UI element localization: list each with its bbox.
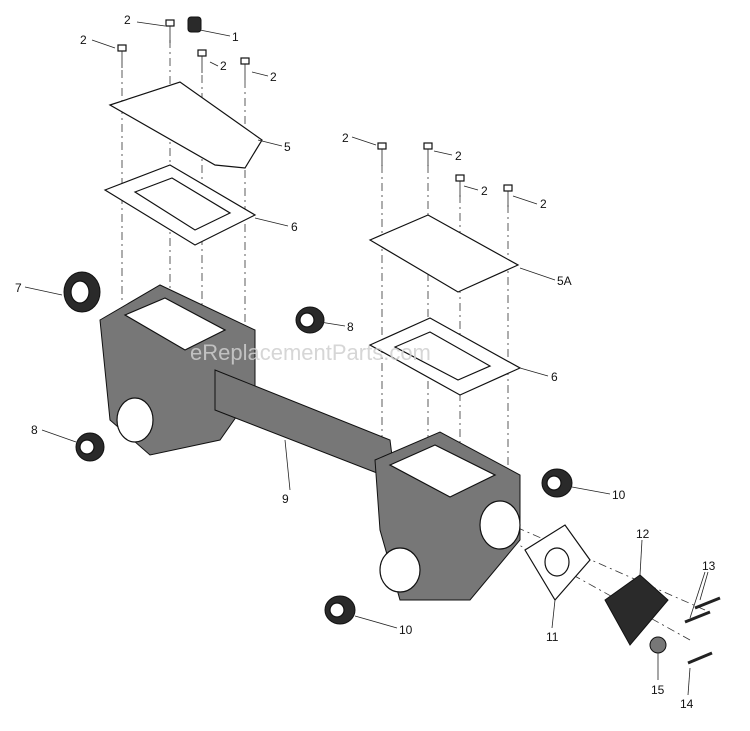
callout-15: 15 (651, 683, 665, 697)
callout-labels: 1 2 2 2 2 2 2 2 2 5 5A 6 6 7 8 8 9 10 10… (15, 13, 716, 711)
callout-2: 2 (220, 59, 227, 73)
bearing-8-upper (295, 306, 325, 334)
callout-8: 8 (347, 320, 354, 334)
callout-2: 2 (80, 33, 87, 47)
callout-8: 8 (31, 423, 38, 437)
callout-2: 2 (270, 70, 277, 84)
bearing-10-upper (541, 468, 573, 498)
callout-10: 10 (612, 488, 626, 502)
callout-2: 2 (455, 149, 462, 163)
callout-9: 9 (282, 492, 289, 506)
bolt-set-left (117, 19, 250, 80)
callout-1: 1 (232, 30, 239, 44)
cover-plate (108, 81, 263, 169)
callout-2: 2 (124, 13, 131, 27)
cap-part (187, 16, 202, 33)
gasket-right-opening (393, 331, 492, 381)
screws-13-14 (684, 596, 721, 665)
callout-12: 12 (636, 527, 650, 541)
callout-2: 2 (540, 197, 547, 211)
bearing-10-lower (324, 595, 356, 625)
callout-2: 2 (342, 131, 349, 145)
bearing-8-lower (75, 432, 105, 462)
axle-housing (99, 284, 521, 601)
washer-15 (649, 636, 667, 654)
callout-7: 7 (15, 281, 22, 295)
callout-11: 11 (546, 630, 559, 644)
callout-5a: 5A (557, 274, 572, 288)
cover-plate-5a (368, 214, 520, 293)
bearing-cap-12 (604, 574, 669, 646)
callout-5: 5 (284, 140, 291, 154)
callout-2: 2 (481, 184, 488, 198)
leader-lines (24, 21, 709, 696)
callout-13: 13 (702, 559, 716, 573)
watermark-text: eReplacementParts.com (190, 340, 431, 365)
seal-7 (63, 271, 101, 313)
gasket-left-opening (133, 177, 232, 231)
callout-14: 14 (680, 697, 694, 711)
callout-6: 6 (291, 220, 298, 234)
callout-10: 10 (399, 623, 413, 637)
callout-6: 6 (551, 370, 558, 384)
bolt-set-right (377, 142, 513, 207)
